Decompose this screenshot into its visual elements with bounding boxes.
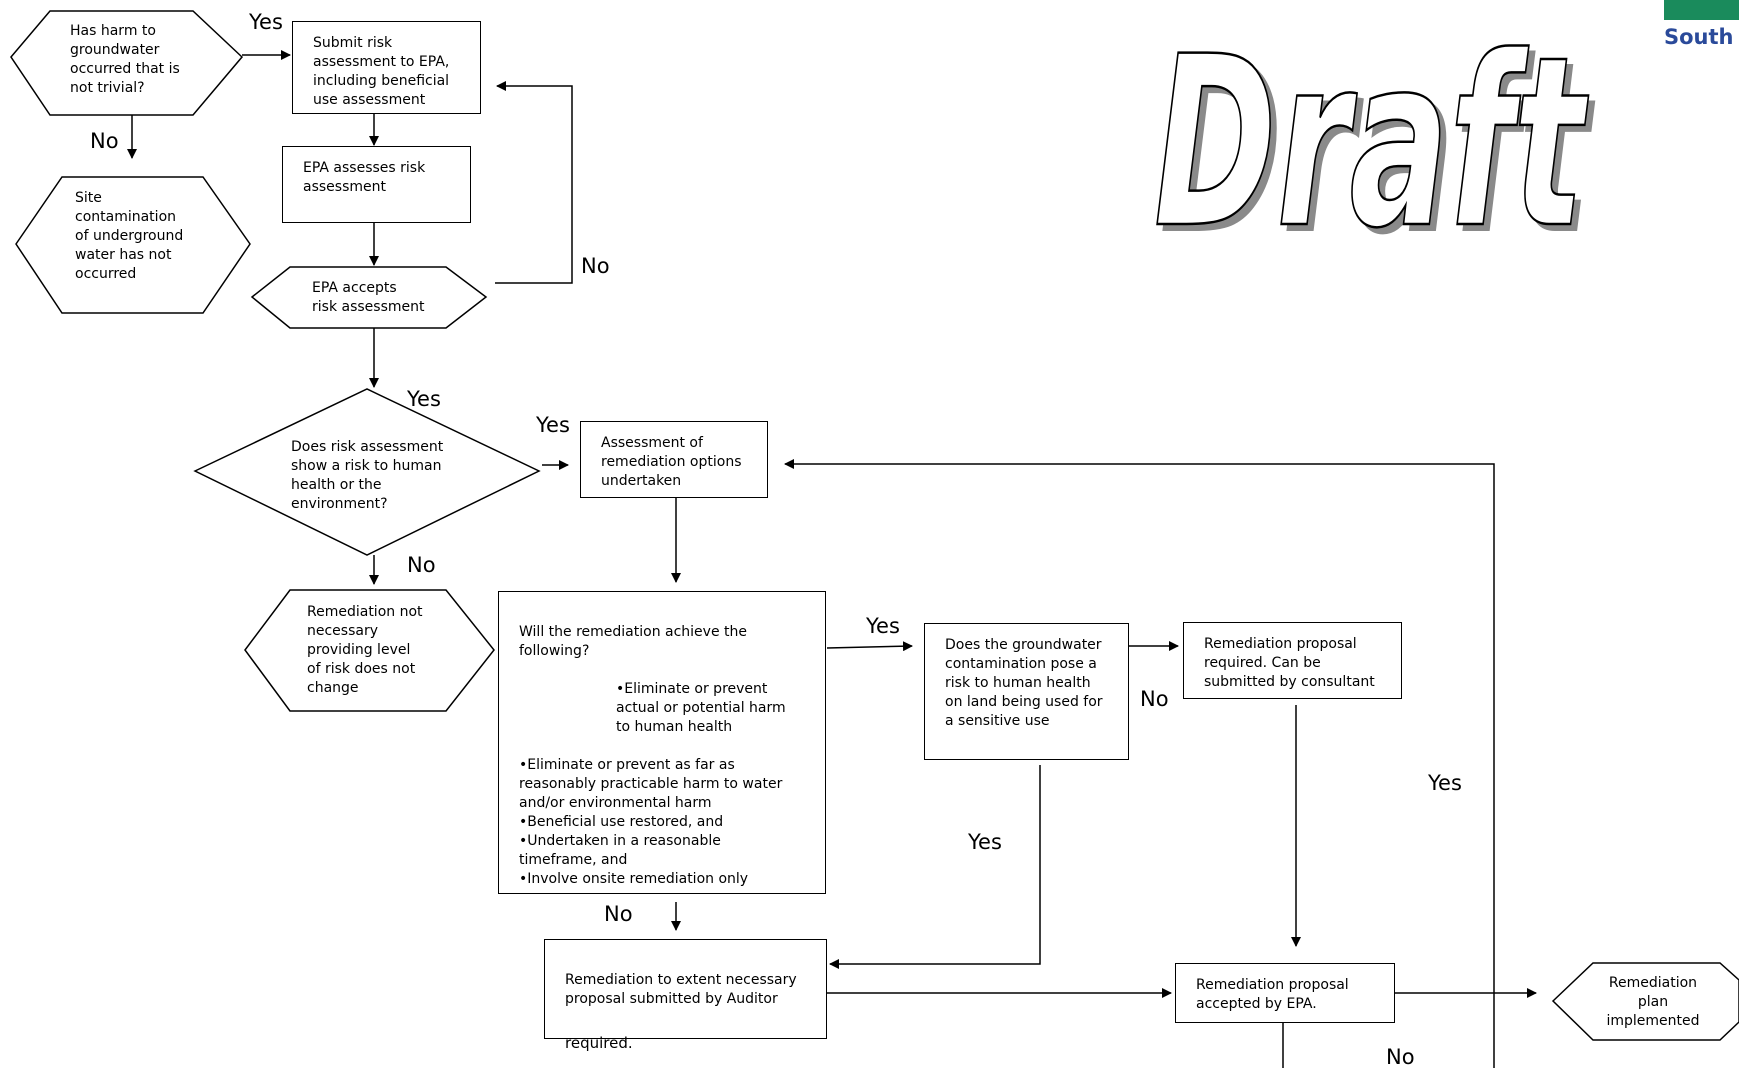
diamond-risk-question <box>193 388 541 556</box>
label-yes-loop: Yes <box>1428 771 1462 795</box>
label-yes-risk: Yes <box>536 413 570 437</box>
brand-logo-text: South A <box>1664 25 1739 49</box>
node-proposal-required: Remediation proposal required. Can be su… <box>1183 622 1402 699</box>
label-yes-harm: Yes <box>249 10 283 34</box>
node-assessment-options: Assessment of remediation options undert… <box>580 421 768 498</box>
node-proposal-accepted: Remediation proposal accepted by EPA. <box>1175 963 1395 1023</box>
label-yes-groundwater: Yes <box>968 830 1002 854</box>
brand-logo: South A <box>1664 0 1739 64</box>
node-groundwater-question: Does the groundwater contamination pose … <box>924 623 1129 760</box>
label-no-proposal-accepted: No <box>1386 1045 1415 1069</box>
hexagon-plan-implemented <box>1551 962 1739 1041</box>
node-auditor-proposal: Remediation to extent necessary proposal… <box>544 939 827 1052</box>
node-risk-question: Does risk assessment show a risk to huma… <box>291 439 444 512</box>
node-submit-risk-assessment: Submit risk assessment to EPA, including… <box>292 21 481 114</box>
draft-watermark-shadow: Draft <box>1160 25 1595 255</box>
brand-logo-bar <box>1664 0 1739 20</box>
node-site-not-contaminated: Site contamination of underground water … <box>75 190 184 282</box>
criteria-intro: Will the remediation achieve the followi… <box>519 624 747 659</box>
node-epa-accepts: EPA accepts risk assessment <box>312 280 425 315</box>
hexagon-harm-question <box>10 10 244 116</box>
label-no-groundwater: No <box>1140 687 1169 711</box>
label-no-risk: No <box>407 553 436 577</box>
node-epa-assesses: EPA assesses risk assessment <box>282 146 471 223</box>
hexagon-remediation-not-necessary <box>244 589 495 712</box>
hexagon-epa-accepts <box>250 266 488 329</box>
hexagon-site-not-contaminated <box>15 176 251 314</box>
node-remediation-criteria: Will the remediation achieve the followi… <box>498 591 826 894</box>
label-no-epa-accepts: No <box>581 254 610 278</box>
label-no-criteria: No <box>604 902 633 926</box>
label-no-harm: No <box>90 129 119 153</box>
draft-watermark: Draft Draft <box>1153 25 1596 255</box>
draft-watermark-text: Draft <box>1154 25 1589 255</box>
label-yes-epa-accepts: Yes <box>407 387 441 411</box>
auditor-proposal-text: Remediation to extent necessary proposal… <box>565 972 797 1007</box>
label-yes-criteria: Yes <box>866 614 900 638</box>
node-plan-implemented: Remediation plan implemented <box>1606 975 1700 1029</box>
auditor-proposal-required: required. <box>565 1034 633 1052</box>
node-harm-question: Has harm to groundwater occurred that is… <box>70 23 180 96</box>
node-remediation-not-necessary: Remediation not necessary providing leve… <box>307 604 423 696</box>
criteria-list: •Eliminate or prevent as far as reasonab… <box>519 757 783 887</box>
criteria-human-health: •Eliminate or prevent actual or potentia… <box>616 681 786 735</box>
